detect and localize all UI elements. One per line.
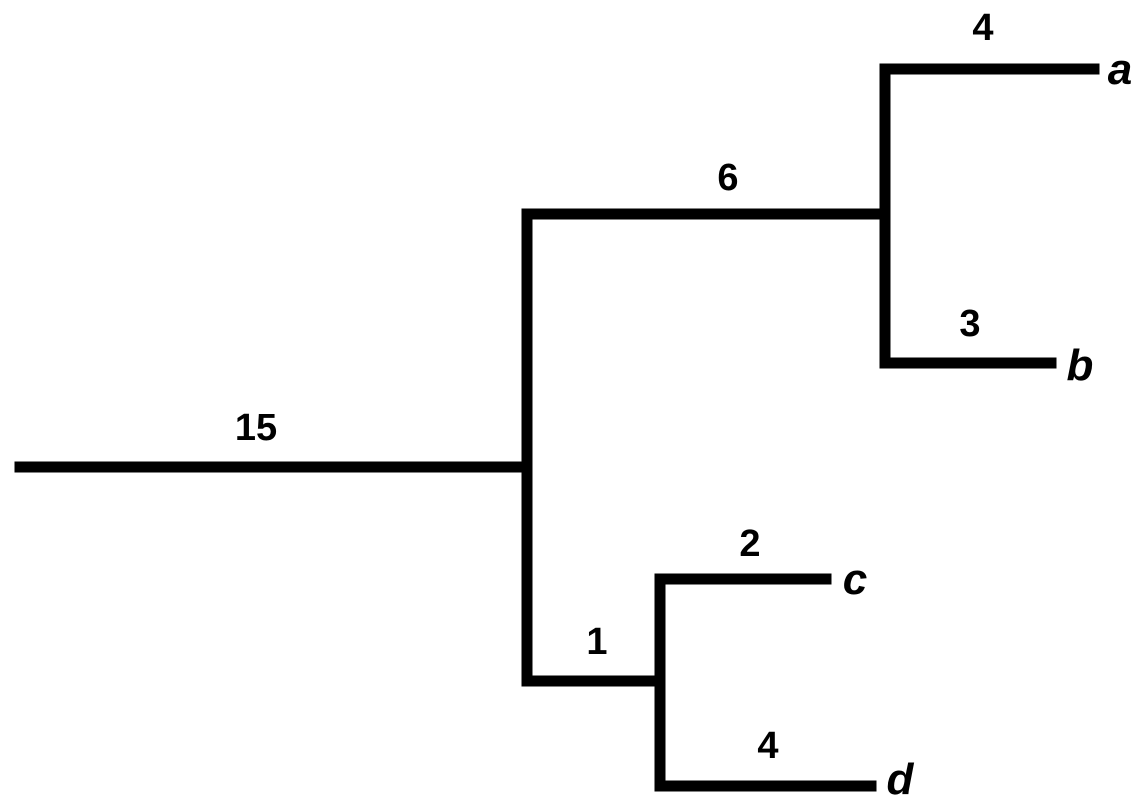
length-label-b: 3 [959,303,980,345]
leaf-label-b: b [1067,341,1094,390]
leaf-label-a: a [1108,45,1132,94]
length-label-lower-clade: 1 [586,621,607,663]
leaf-label-c: c [843,555,867,604]
leaf-label-d: d [887,755,915,796]
length-label-a: 4 [972,7,993,49]
length-label-upper-clade: 6 [717,157,738,199]
length-label-c: 2 [739,523,760,565]
length-label-root: 15 [235,407,277,449]
length-label-d: 4 [757,725,778,767]
